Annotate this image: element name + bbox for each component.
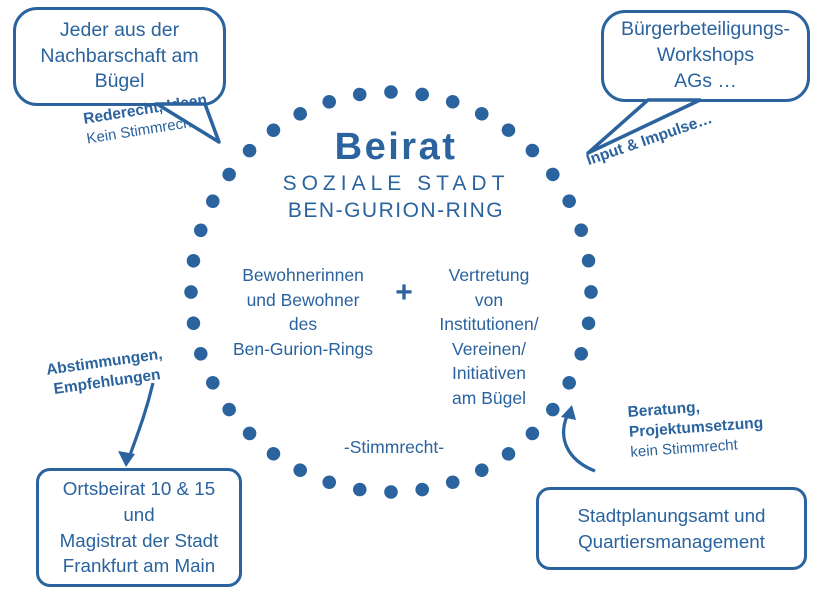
label-abstimmungen-bold: Abstimmungen, Empfehlungen (45, 345, 164, 398)
box-ortsbeirat: Ortsbeirat 10 & 15 und Magistrat der Sta… (36, 468, 242, 587)
bubble-neighborhood-text: Jeder aus der Nachbarschaft am Bügel (40, 18, 199, 93)
center-subtitle-1: SOZIALE STADT (282, 172, 510, 195)
bubble-neighborhood: Jeder aus der Nachbarschaft am Bügel (13, 7, 226, 106)
center-title: Beirat (334, 126, 458, 168)
plus-sign: + (395, 276, 413, 309)
center-subtitle-2: BEN-GURION-RING (287, 199, 505, 222)
label-beratung: Beratung, Projektumsetzung kein Stimmrec… (627, 394, 765, 462)
label-input-impulse: Input & Impulse… (584, 109, 715, 171)
label-abstimmungen: Abstimmungen, Empfehlungen (45, 345, 167, 401)
institutions-group-text: Vertretung von Institutionen/ Vereinen/ … (439, 265, 539, 408)
residents-group-text: Bewohnerinnen und Bewohner des Ben-Gurio… (232, 265, 374, 359)
box-stadtplanungsamt: Stadtplanungsamt und Quartiersmanagement (536, 487, 807, 570)
voting-right-note: -Stimmrecht- (343, 437, 445, 457)
label-input-impulse-bold: Input & Impulse… (584, 110, 715, 170)
box-ortsbeirat-text: Ortsbeirat 10 & 15 und Magistrat der Sta… (59, 477, 219, 577)
box-stadtplanungsamt-text: Stadtplanungsamt und Quartiersmanagement (577, 504, 766, 552)
arrow-from-stadtplanungsamt-icon (561, 405, 596, 473)
arrow-to-ortsbeirat-icon (118, 382, 155, 467)
bubble-workshops-text: Bürgerbeteiligungs- Workshops AGs … (620, 18, 791, 92)
bubble-workshops: Bürgerbeteiligungs- Workshops AGs … (601, 10, 810, 102)
